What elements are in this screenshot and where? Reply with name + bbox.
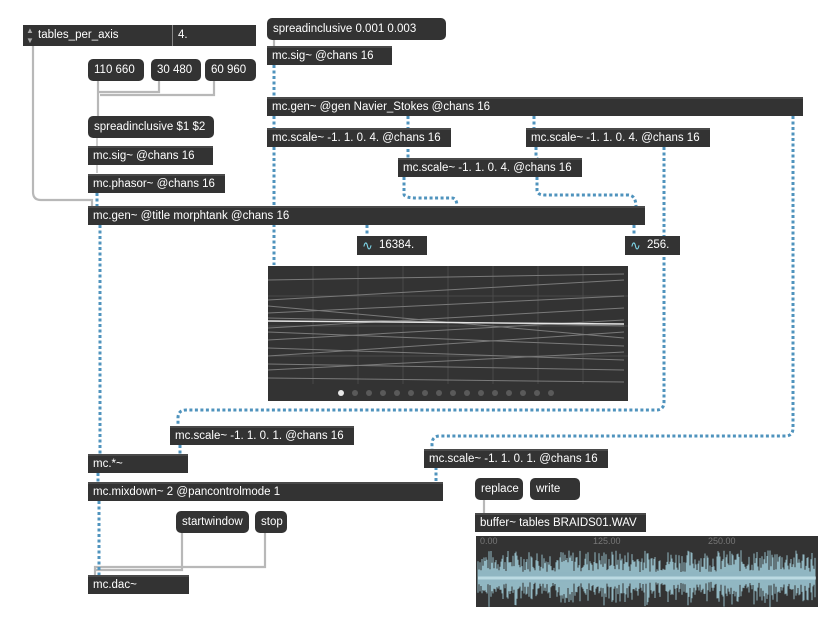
page-dot[interactable]: [450, 390, 456, 396]
spreadinclusive-top-message[interactable]: spreadinclusive 0.001 0.003: [267, 18, 446, 40]
mc-scale-c-object[interactable]: mc.scale~ -1. 1. 0. 4. @chans 16: [526, 128, 710, 147]
page-dot[interactable]: [520, 390, 526, 396]
stop-message[interactable]: stop: [255, 511, 287, 533]
ruler-label-125: 125.00: [593, 536, 621, 546]
up-down-arrows-icon[interactable]: ▲▼: [26, 26, 34, 45]
page-dot[interactable]: [478, 390, 484, 396]
page-dot[interactable]: [422, 390, 428, 396]
waveform-trace: [477, 550, 816, 607]
page-dot[interactable]: [548, 390, 554, 396]
page-dot[interactable]: [492, 390, 498, 396]
mc-phasor-object[interactable]: mc.phasor~ @chans 16: [88, 174, 225, 193]
mc-multiply-object[interactable]: mc.*~: [88, 454, 188, 473]
page-dot[interactable]: [506, 390, 512, 396]
signal-number-box-16384[interactable]: ∿ 16384.: [357, 236, 427, 255]
page-dot[interactable]: [380, 390, 386, 396]
page-dot[interactable]: [408, 390, 414, 396]
attrui-value[interactable]: 4.: [178, 29, 188, 41]
ruler-label-0: 0.00: [480, 536, 498, 546]
tilde-wave-icon: ∿: [630, 238, 641, 253]
replace-message[interactable]: replace: [475, 478, 523, 500]
waveform-display[interactable]: 0.00 125.00 250.00: [476, 536, 818, 607]
startwindow-message[interactable]: startwindow: [176, 511, 249, 533]
tilde-wave-icon: ∿: [362, 238, 373, 253]
page-dot[interactable]: [394, 390, 400, 396]
mc-scale-b-object[interactable]: mc.scale~ -1. 1. 0. 4. @chans 16: [398, 158, 582, 177]
attrui-name: tables_per_axis: [38, 29, 119, 41]
mc-gen-navier-stokes-object[interactable]: mc.gen~ @gen Navier_Stokes @chans 16: [267, 97, 803, 116]
page-dot[interactable]: [464, 390, 470, 396]
page-dot[interactable]: [534, 390, 540, 396]
message-30-480[interactable]: 30 480: [151, 59, 201, 81]
spreadinclusive-args-message[interactable]: spreadinclusive $1 $2: [88, 116, 214, 138]
mc-scale-e-object[interactable]: mc.scale~ -1. 1. 0. 1. @chans 16: [424, 449, 608, 468]
mc-mixdown-object[interactable]: mc.mixdown~ 2 @pancontrolmode 1: [88, 482, 443, 501]
mc-scale-a-object[interactable]: mc.scale~ -1. 1. 0. 4. @chans 16: [267, 128, 451, 147]
signal-number-box-256[interactable]: ∿ 256.: [625, 236, 680, 255]
message-60-960[interactable]: 60 960: [205, 59, 256, 81]
page-dot[interactable]: [338, 390, 344, 396]
mc-sig-left-object[interactable]: mc.sig~ @chans 16: [88, 146, 213, 165]
mc-dac-object[interactable]: mc.dac~: [88, 575, 189, 594]
buffer-object[interactable]: buffer~ tables BRAIDS01.WAV: [475, 513, 646, 532]
page-dot[interactable]: [366, 390, 372, 396]
attrui-divider: [172, 25, 173, 46]
mc-scale-d-object[interactable]: mc.scale~ -1. 1. 0. 1. @chans 16: [170, 426, 354, 445]
write-message[interactable]: write: [530, 478, 580, 500]
waveform-ruler: 0.00 125.00 250.00: [476, 536, 818, 548]
mc-gen-morphtank-object[interactable]: mc.gen~ @title morphtank @chans 16: [88, 206, 645, 225]
mc-sig-top-object[interactable]: mc.sig~ @chans 16: [267, 46, 392, 65]
tables-per-axis-attrui[interactable]: ▲▼ tables_per_axis 4.: [23, 25, 256, 46]
ruler-label-250: 250.00: [708, 536, 736, 546]
page-dot[interactable]: [352, 390, 358, 396]
message-110-660[interactable]: 110 660: [88, 59, 144, 81]
page-dot[interactable]: [436, 390, 442, 396]
multislider-display[interactable]: [268, 266, 628, 401]
